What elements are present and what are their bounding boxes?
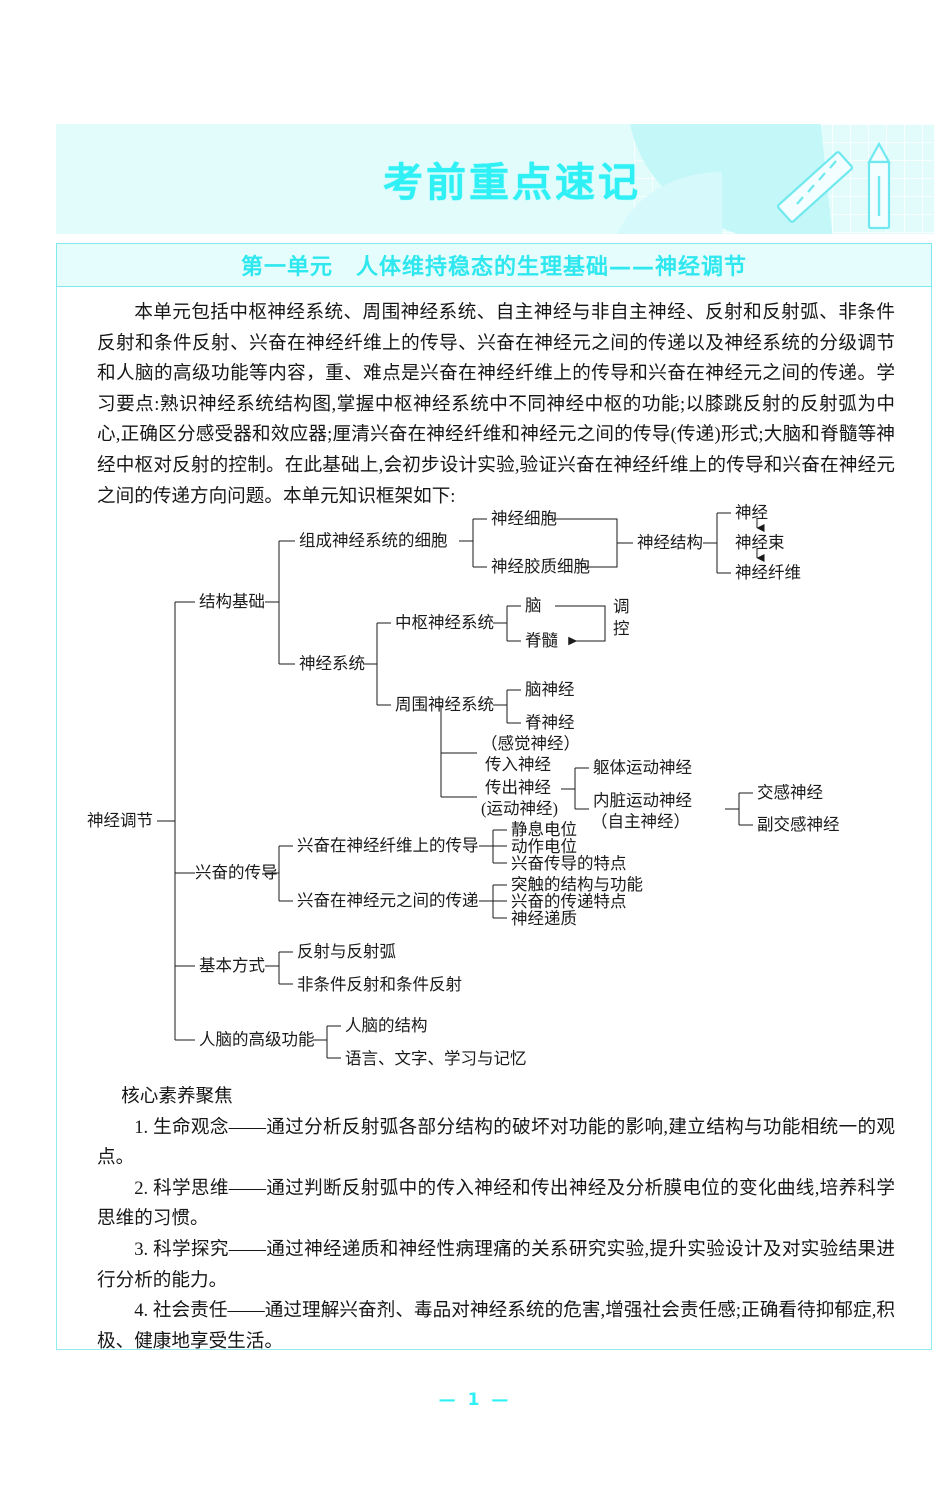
diagram-node-glial-cell: 神经胶质细胞	[491, 557, 590, 576]
diagram-node-autonomic-nerve-paren: （自主神经）	[591, 812, 690, 831]
core-literacy-item-3: 3. 科学探究——通过神经递质和神经性病理痛的关系研究实验,提升实验设计及对实验…	[97, 1238, 895, 1291]
diagram-node-brain-structure: 人脑的结构	[345, 1016, 428, 1035]
diagram-node-reflex-and-arc: 反射与反射弧	[297, 942, 396, 961]
content-frame: 本单元包括中枢神经系统、周围神经系统、自主神经与非自主神经、反射和反射弧、非条件…	[56, 287, 933, 1352]
diagram-node-motor-nerve-paren: (运动神经)	[481, 799, 558, 818]
diagram-node-conduction-features: 兴奋传导的特点	[511, 854, 627, 873]
ruler-icon	[776, 151, 854, 223]
core-literacy-item-4: 4. 社会责任——通过理解兴奋剂、毒品对神经系统的危害,增强社会责任感;正确看待…	[97, 1300, 895, 1352]
diagram-node-transmission-between-neurons: 兴奋在神经元之间的传递	[297, 891, 479, 910]
diagram-node-nerve-structure: 神经结构	[637, 533, 703, 552]
diagram-node-neurotransmitter: 神经递质	[511, 909, 577, 928]
banner-title: 考前重点速记	[383, 160, 641, 206]
diagram-node-peripheral-nervous-system: 周围神经系统	[395, 695, 494, 714]
pencil-icon	[867, 141, 891, 230]
core-literacy-section: 核心素养聚焦 1. 生命观念——通过分析反射弧各部分结构的破坏对功能的影响,建立…	[97, 1082, 895, 1357]
diagram-node-action-potential: 动作电位	[511, 837, 577, 856]
page-banner: 考前重点速记	[56, 124, 934, 234]
diagram-node-spinal-nerve: 脊神经	[525, 713, 575, 732]
diagram-node-advanced-brain-function: 人脑的高级功能	[199, 1030, 315, 1049]
diagram-node-transmission-features: 兴奋的传递特点	[511, 892, 627, 911]
diagram-node-regulation-line2: 控	[613, 619, 630, 638]
knowledge-framework-diagram: 神经调节 结构基础 组成神经系统的细胞 神经细胞 神经胶质细胞 神经结构 神经 …	[57, 501, 933, 1071]
diagram-node-somatic-motor-nerve: 躯体运动神经	[593, 758, 692, 777]
diagram-node-unconditioned-conditioned: 非条件反射和条件反射	[297, 975, 462, 994]
diagram-node-nerve-bundle: 神经束	[735, 533, 785, 552]
diagram-node-language-writing-learning-memory: 语言、文字、学习与记忆	[345, 1049, 527, 1068]
diagram-node-sensory-nerve-paren: （感觉神经）	[481, 734, 580, 753]
diagram-node-regulation-line1: 调	[613, 597, 630, 616]
diagram-node-brain: 脑	[525, 596, 542, 615]
diagram-node-efferent-nerve: 传出神经	[485, 778, 551, 797]
diagram-node-nervous-system: 神经系统	[299, 654, 365, 673]
unit-title-text: 第一单元 人体维持稳态的生理基础——神经调节	[240, 255, 747, 280]
intro-paragraph: 本单元包括中枢神经系统、周围神经系统、自主神经与非自主神经、反射和反射弧、非条件…	[97, 302, 895, 507]
diagram-node-structure-basis: 结构基础	[199, 592, 265, 611]
diagram-node-central-nervous-system: 中枢神经系统	[395, 613, 494, 632]
diagram-node-synapse-structure-function: 突触的结构与功能	[511, 875, 643, 894]
diagram-node-cells-of-nervous-system: 组成神经系统的细胞	[299, 531, 448, 550]
diagram-node-spinal-cord: 脊髓	[525, 631, 559, 650]
diagram-node-cranial-nerve: 脑神经	[525, 680, 575, 699]
diagram-node-resting-potential: 静息电位	[511, 820, 577, 839]
diagram-node-visceral-motor-nerve: 内脏运动神经	[593, 791, 692, 810]
core-literacy-item-1: 1. 生命观念——通过分析反射弧各部分结构的破坏对功能的影响,建立结构与功能相统…	[97, 1116, 895, 1169]
diagram-node-conduction-on-fiber: 兴奋在神经纤维上的传导	[297, 836, 479, 855]
unit-title-bar: 第一单元 人体维持稳态的生理基础——神经调节	[56, 243, 932, 287]
diagram-node-nerve-cell: 神经细胞	[491, 509, 557, 528]
diagram-node-excitation-conduction: 兴奋的传导	[195, 863, 278, 882]
page-footer: — 1 —	[438, 1390, 512, 1410]
diagram-node-root: 神经调节	[87, 811, 153, 830]
diagram-node-parasympathetic-nerve: 副交感神经	[757, 815, 840, 834]
diagram-node-afferent-nerve: 传入神经	[485, 755, 551, 774]
diagram-node-sympathetic-nerve: 交感神经	[757, 783, 823, 802]
diagram-node-nerve-fiber: 神经纤维	[735, 563, 801, 582]
diagram-node-nerve: 神经	[735, 503, 768, 522]
banner-stationery-illustration	[776, 141, 891, 230]
diagram-node-basic-mode: 基本方式	[199, 956, 265, 975]
core-literacy-item-2: 2. 科学思维——通过判断反射弧中的传入神经和传出神经及分析膜电位的变化曲线,培…	[97, 1177, 895, 1230]
core-literacy-heading: 核心素养聚焦	[121, 1086, 233, 1107]
introduction-section: 本单元包括中枢神经系统、周围神经系统、自主神经与非自主神经、反射和反射弧、非条件…	[97, 298, 895, 512]
